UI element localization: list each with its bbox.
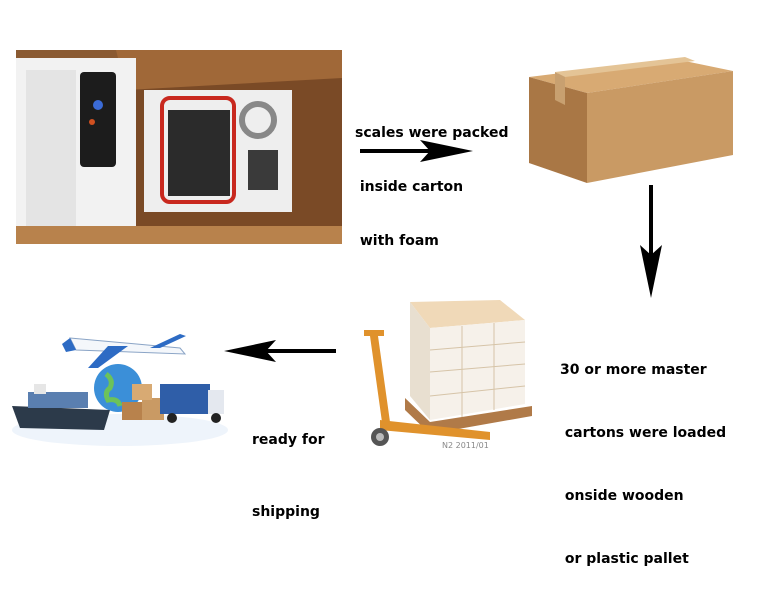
globe-icon — [94, 364, 142, 412]
caption-line: or plastic pallet — [560, 551, 689, 567]
caption-shipping: ready for shipping — [252, 380, 324, 548]
caption-line: 30 or more master — [560, 362, 707, 378]
shipping-illustration — [10, 318, 230, 448]
caption-palletized: 30 or more master cartons were loaded on… — [560, 318, 726, 591]
packed-carton-photo — [16, 50, 342, 244]
cargo-boxes-icon — [122, 384, 164, 420]
caption-line: inside carton — [355, 179, 464, 195]
arrow-right-icon — [360, 140, 473, 162]
caption-packed: scales were packed inside carton with fo… — [355, 88, 509, 268]
pallet-illustration: N2 2011/01 — [350, 292, 540, 452]
caption-line: onside wooden — [560, 488, 684, 504]
caption-line: cartons were loaded — [560, 425, 727, 441]
closed-carton-illustration — [525, 55, 737, 187]
cargo-ship-icon — [12, 384, 110, 430]
caption-line: ready for — [252, 432, 325, 448]
arrow-down-icon — [640, 185, 662, 298]
airplane-icon — [62, 334, 187, 368]
arrow-left-icon — [224, 340, 336, 362]
truck-icon — [160, 384, 224, 423]
watermark-text: N2 2011/01 — [442, 441, 489, 450]
caption-line: scales were packed — [355, 125, 509, 141]
caption-line: shipping — [252, 504, 320, 520]
caption-line: with foam — [355, 233, 439, 249]
